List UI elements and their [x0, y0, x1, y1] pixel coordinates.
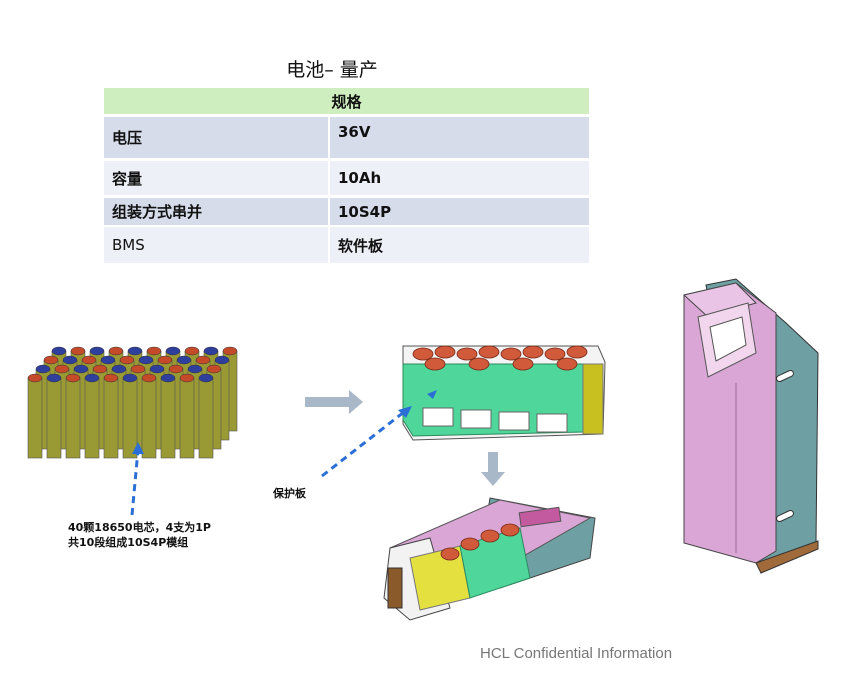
- footer-confidential: HCL Confidential Information: [480, 645, 673, 662]
- battery-cell-top: [127, 346, 143, 356]
- battery-cell-top: [203, 346, 219, 356]
- battery-cell-top: [179, 373, 195, 383]
- battery-cell-top: [184, 346, 200, 356]
- spec-value: 10S4P: [329, 196, 589, 227]
- battery-cell-top: [160, 373, 176, 383]
- table-row: 电压 36V: [104, 115, 589, 161]
- battery-cell-top: [119, 355, 135, 365]
- battery-cell-top: [111, 364, 127, 374]
- housing-assembly-image: [370, 488, 599, 627]
- board-pointer-arrow: [321, 406, 412, 478]
- battery-cell-top: [81, 355, 97, 365]
- spec-label: 电压: [104, 115, 330, 161]
- process-arrow-down-icon: [481, 452, 505, 486]
- table-row: 容量 10Ah: [104, 159, 589, 198]
- battery-cell-top: [176, 355, 192, 365]
- battery-cell: [27, 377, 43, 459]
- battery-cell: [84, 377, 100, 459]
- battery-cell-top: [130, 364, 146, 374]
- cells-caption-line2: 共10段组成10S4P模组: [68, 536, 189, 549]
- battery-cell-top: [65, 373, 81, 383]
- process-arrow-right-icon: [305, 390, 363, 414]
- housing-assembly-drawing: [383, 497, 596, 621]
- spec-label: 组装方式串并: [104, 196, 330, 227]
- battery-cell-top: [168, 364, 184, 374]
- battery-cell-top: [165, 346, 181, 356]
- battery-cell-top: [54, 364, 70, 374]
- spec-value: 36V: [329, 115, 589, 161]
- cell-bundle-image: [17, 323, 285, 473]
- spec-table-header-row: 规格: [104, 88, 589, 117]
- battery-cell-top: [149, 364, 165, 374]
- battery-cell-top: [100, 355, 116, 365]
- battery-cell-top: [146, 346, 162, 356]
- battery-cell: [65, 377, 81, 459]
- spec-table-header: 规格: [104, 88, 589, 117]
- spec-label: 容量: [104, 159, 330, 198]
- battery-cell-top: [206, 364, 222, 374]
- cell-bundle-drawing: [27, 346, 238, 459]
- battery-cell-top: [138, 355, 154, 365]
- battery-cell-top: [157, 355, 173, 365]
- battery-cell-top: [70, 346, 86, 356]
- battery-cell-top: [92, 364, 108, 374]
- pcb-module-image: [383, 324, 618, 452]
- battery-cell-top: [43, 355, 59, 365]
- battery-cell: [160, 377, 176, 459]
- battery-cell-top: [103, 373, 119, 383]
- battery-cell-top: [141, 373, 157, 383]
- cells-caption: 40颗18650电芯，4支为1P 共10段组成10S4P模组: [68, 520, 211, 550]
- battery-housing-image: [636, 273, 844, 583]
- pcb-module-drawing: [402, 345, 606, 441]
- spec-value: 10Ah: [329, 159, 589, 198]
- battery-cell-top: [51, 346, 67, 356]
- battery-cell-top: [198, 373, 214, 383]
- battery-cell-top: [187, 364, 203, 374]
- table-row: BMS 软件板: [104, 226, 589, 263]
- battery-housing-drawing: [682, 278, 819, 574]
- battery-cell: [198, 377, 214, 459]
- battery-cell-top: [222, 346, 238, 356]
- battery-cell-top: [89, 346, 105, 356]
- battery-cell: [179, 377, 195, 459]
- battery-cell-top: [35, 364, 51, 374]
- battery-cell-top: [195, 355, 211, 365]
- battery-cell-top: [62, 355, 78, 365]
- battery-cell-top: [84, 373, 100, 383]
- spec-value: 软件板: [329, 226, 589, 263]
- battery-cell-top: [73, 364, 89, 374]
- board-label: 保护板: [273, 487, 306, 500]
- battery-cell: [46, 377, 62, 459]
- cells-pointer-arrow: [130, 442, 144, 516]
- battery-cell: [103, 377, 119, 459]
- page-title: 电池– 量产: [286, 59, 378, 81]
- table-row: 组装方式串并 10S4P: [104, 196, 589, 227]
- battery-cell-top: [46, 373, 62, 383]
- spec-table: 规格 电压 36V 容量 10Ah 组装方式串并 10S4P BMS 软件板: [104, 88, 589, 263]
- battery-cell-top: [122, 373, 138, 383]
- battery-cell-top: [108, 346, 124, 356]
- battery-cell-top: [27, 373, 43, 383]
- spec-label: BMS: [104, 226, 330, 263]
- battery-cell-top: [214, 355, 230, 365]
- cells-caption-line1: 40颗18650电芯，4支为1P: [68, 521, 211, 534]
